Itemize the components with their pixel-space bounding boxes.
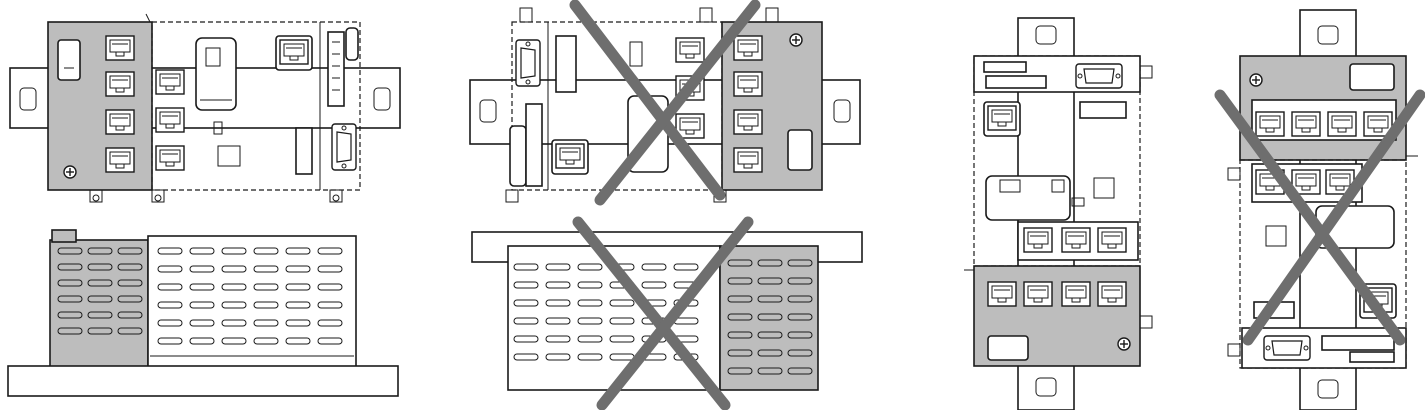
view-4-vertical-prohibited	[1227, 9, 1418, 410]
prohibited-cross-icon	[1214, 89, 1425, 346]
view-3-vertical-allowed	[964, 17, 1153, 410]
prohibited-cross-icon	[569, 0, 761, 206]
view-2-side-prohibited	[471, 231, 863, 391]
view-2-front-prohibited	[469, 7, 861, 203]
view-1-front-allowed	[9, 13, 401, 203]
prohibited-cross-icon	[572, 216, 754, 410]
view-1-side-allowed	[7, 229, 399, 397]
